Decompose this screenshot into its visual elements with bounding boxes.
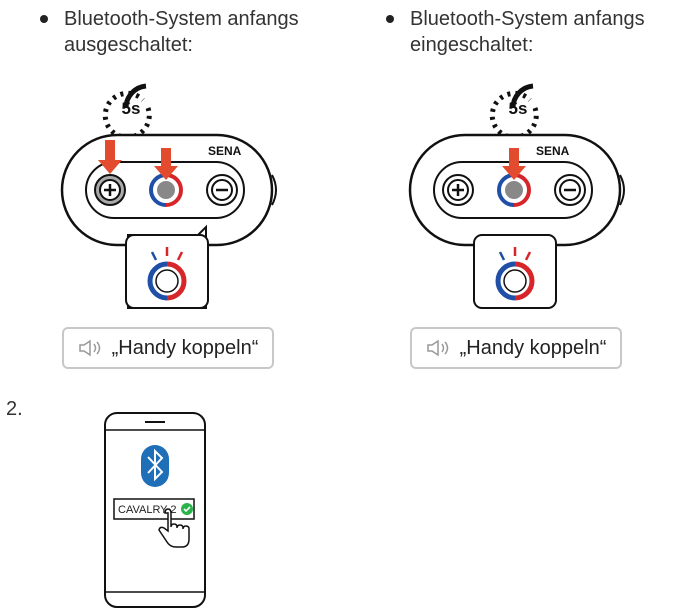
check-icon [181, 503, 193, 515]
voice-prompt-off: „Handy koppeln“ [62, 327, 274, 369]
step-number: 2. [6, 398, 23, 420]
bullet-dot [386, 15, 394, 23]
speaker-icon [78, 339, 100, 357]
bullet-dot [40, 15, 48, 23]
voice-prompt-on: „Handy koppeln“ [410, 327, 622, 369]
plus-button-icon [442, 174, 474, 206]
device-illustration-on: 5s SENA [408, 83, 625, 309]
down-arrow-icon [98, 140, 122, 174]
timer-icon: 5s [489, 83, 539, 140]
brand-logo: SENA [208, 144, 242, 158]
plus-button-icon [94, 174, 126, 206]
brand-logo: SENA [536, 144, 570, 158]
bullet-off-line2: ausgeschaltet: [64, 34, 193, 56]
center-button-icon [497, 173, 531, 207]
bullet-off-line1: Bluetooth-System anfangs [64, 8, 299, 30]
bluetooth-icon [141, 445, 169, 487]
hand-pointer-icon [158, 508, 190, 548]
down-arrow-icon [502, 148, 526, 180]
device-illustration-off: 5s SENA [60, 83, 277, 309]
device-list-item[interactable] [113, 498, 195, 520]
phone-illustration: CAVALRY 2 [104, 412, 206, 608]
voice-prompt-text: „Handy koppeln“ [459, 336, 607, 359]
bullet-on-line2: eingeschaltet: [410, 34, 534, 56]
down-arrow-icon [154, 148, 178, 180]
timer-icon: 5s [102, 83, 152, 140]
led-icon [473, 234, 557, 309]
timer-label: 5s [122, 99, 141, 118]
voice-prompt-text: „Handy koppeln“ [111, 336, 259, 359]
bullet-on-line1: Bluetooth-System anfangs [410, 8, 645, 30]
timer-label: 5s [509, 99, 528, 118]
speaker-icon [426, 339, 448, 357]
device-name: CAVALRY 2 [118, 504, 177, 516]
minus-button-icon [554, 174, 586, 206]
minus-button-icon [206, 174, 238, 206]
led-icon [125, 224, 209, 309]
